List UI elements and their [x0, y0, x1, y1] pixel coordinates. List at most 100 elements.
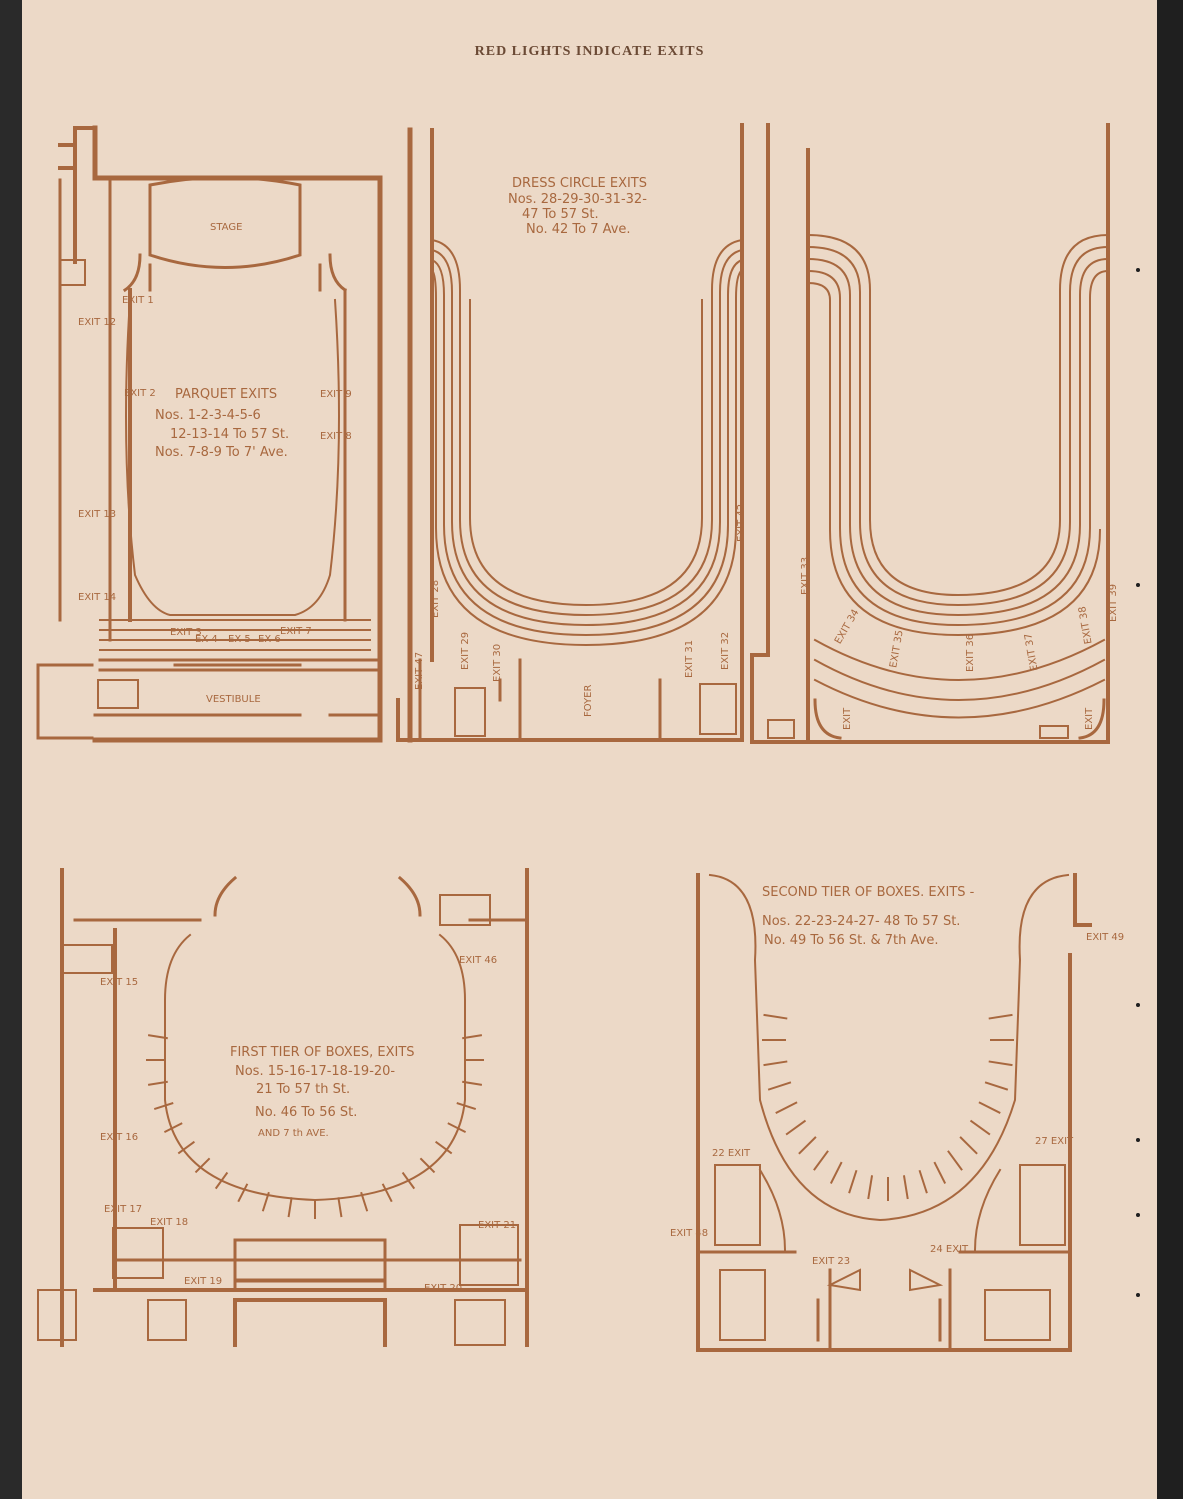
second-tier-box-partition	[902, 1175, 909, 1200]
first-tier-box-partition	[456, 1102, 477, 1111]
second-tier-heading: SECOND TIER OF BOXES. EXITS -	[762, 885, 975, 900]
exit-12-label: EXIT 12	[78, 317, 116, 328]
exit-19-label: EXIT 19	[184, 1276, 222, 1287]
first-tier-box-partition	[214, 1171, 229, 1190]
second-tier-box-partition	[969, 1119, 991, 1136]
second-tier-box-partition	[767, 1081, 792, 1091]
first-tier-box-partition	[401, 1171, 416, 1190]
exit-36-label: EXIT 36	[965, 634, 976, 672]
second-tier-box-partition	[763, 1013, 788, 1020]
second-tier-box-partition	[918, 1169, 928, 1194]
exit-5-label: EX 5	[228, 634, 251, 645]
first-tier-box-partition	[287, 1197, 293, 1218]
exit-8-label: EXIT 8	[320, 431, 352, 442]
dress-circle-heading: DRESS CIRCLE EXITS	[512, 176, 647, 191]
second-tier-line-1: Nos. 22-23-24-27- 48 To 57 St.	[762, 914, 960, 929]
first-tier-box-partition	[447, 1122, 467, 1134]
exit-22-label: 22 EXIT	[712, 1148, 751, 1159]
first-tier-plan: FIRST TIER OF BOXES, EXITS Nos. 15-16-17…	[37, 868, 529, 1347]
exit-6-label: EX 6	[258, 634, 281, 645]
exit-20-label: EXIT 20	[424, 1283, 462, 1294]
second-tier-box-partition	[988, 1013, 1013, 1020]
first-tier-heading: FIRST TIER OF BOXES, EXITS	[230, 1045, 415, 1060]
second-tier-box-partition	[959, 1136, 978, 1155]
exit-24-label: 24 EXIT	[930, 1244, 969, 1255]
first-tier-line-3: No. 46 To 56 St.	[255, 1105, 357, 1120]
exit-4-label: EX 4	[195, 634, 218, 645]
first-tier-box-partition	[147, 1034, 168, 1040]
first-tier-box-partition	[462, 1080, 483, 1086]
program-page: RED LIGHTS INDICATE EXITS	[22, 0, 1157, 1499]
exit-right-label: EXIT	[1084, 707, 1095, 730]
first-tier-box-partition	[337, 1197, 343, 1218]
second-tier-box-partition	[848, 1169, 858, 1194]
parquet-line-3: Nos. 7-8-9 To 7' Ave.	[155, 445, 288, 460]
second-tier-box-partition	[798, 1136, 817, 1155]
exit-33-label: EXIT 33	[800, 557, 811, 595]
dress-circle-line-2: 47 To 57 St.	[522, 207, 599, 222]
second-tier-box-partition	[763, 1060, 788, 1067]
exit-9-label: EXIT 9	[320, 389, 352, 400]
first-tier-line-2: 21 To 57 th St.	[256, 1082, 350, 1097]
exit-29-label: EXIT 29	[460, 632, 471, 670]
second-tier-box-partition	[829, 1161, 843, 1184]
exit-46-label: EXIT 46	[459, 955, 497, 966]
first-tier-box-partition	[419, 1157, 436, 1174]
dress-circle-line-1: Nos. 28-29-30-31-32-	[508, 192, 647, 207]
first-tier-line-1: Nos. 15-16-17-18-19-20-	[235, 1064, 395, 1079]
exit-7-label: EXIT 7	[280, 626, 312, 637]
balcony-plan: EXIT 33 EXIT 34 EXIT 35 EXIT 36 EXIT 37 …	[750, 123, 1119, 744]
first-tier-line-4: AND 7 th AVE.	[258, 1128, 329, 1139]
exit-left-label: EXIT	[842, 707, 853, 730]
dress-circle-plan: DRESS CIRCLE EXITS Nos. 28-29-30-31-32- …	[396, 123, 747, 743]
page-heading: RED LIGHTS INDICATE EXITS	[474, 44, 705, 59]
exit-38-label: EXIT 38	[1077, 605, 1094, 644]
edge-perforations	[1136, 268, 1140, 1297]
first-tier-box-partition	[194, 1157, 211, 1174]
second-tier-box-partition	[947, 1150, 963, 1171]
exit-48-label: EXIT 48	[670, 1228, 708, 1239]
vestibule-label: VESTIBULE	[206, 694, 261, 705]
exit-27-label: 27 EXIT	[1035, 1136, 1074, 1147]
first-tier-box-partition	[163, 1122, 183, 1134]
exit-31-label: EXIT 31	[684, 640, 695, 678]
exit-1-label: EXIT 1	[122, 295, 154, 306]
exit-30-label: EXIT 30	[492, 644, 503, 682]
dress-circle-line-3: No. 42 To 7 Ave.	[526, 222, 631, 237]
second-tier-box-partition	[813, 1150, 829, 1171]
exit-14-label: EXIT 14	[78, 592, 116, 603]
second-tier-box-partition	[785, 1119, 807, 1136]
second-tier-line-2: No. 49 To 56 St. & 7th Ave.	[764, 933, 938, 948]
box-partitions	[146, 1013, 1014, 1219]
second-tier-box-partition	[867, 1175, 874, 1200]
exit-47-label: EXIT 47	[414, 652, 425, 690]
exit-34-label: EXIT 34	[833, 608, 862, 647]
second-tier-box-partition	[988, 1060, 1013, 1067]
first-tier-box-partition	[360, 1191, 369, 1212]
exit-42-label: EXIT 42	[736, 504, 747, 542]
scan-edge	[1157, 0, 1183, 1499]
exit-13-label: EXIT 13	[78, 509, 116, 520]
exit-32-label: EXIT 32	[720, 632, 731, 670]
exit-39-label: EXIT 39	[1108, 584, 1119, 622]
second-tier-box-partition	[984, 1081, 1009, 1091]
exit-17-label: EXIT 17	[104, 1204, 142, 1215]
first-tier-box-partition	[237, 1183, 249, 1203]
first-tier-box-partition	[381, 1183, 393, 1203]
parquet-line-2: 12-13-14 To 57 St.	[170, 427, 289, 442]
first-tier-box-partition	[261, 1191, 270, 1212]
second-tier-box-partition	[933, 1161, 947, 1184]
parquet-line-1: Nos. 1-2-3-4-5-6	[155, 408, 261, 423]
parquet-heading: PARQUET EXITS	[175, 387, 277, 402]
exit-37-label: EXIT 37	[1023, 632, 1040, 671]
exit-3-label: EXIT 3	[170, 627, 202, 638]
exit-49-label: EXIT 49	[1086, 932, 1124, 943]
exit-2-label: EXIT 2	[124, 388, 156, 399]
first-tier-box-partition	[177, 1140, 195, 1155]
first-tier-box-partition	[462, 1034, 483, 1040]
exit-35-label: EXIT 35	[888, 629, 905, 668]
second-tier-plan: SECOND TIER OF BOXES. EXITS - Nos. 22-23…	[670, 873, 1124, 1352]
second-tier-box-partition	[775, 1101, 798, 1114]
exit-21-label: EXIT 21	[478, 1220, 516, 1231]
